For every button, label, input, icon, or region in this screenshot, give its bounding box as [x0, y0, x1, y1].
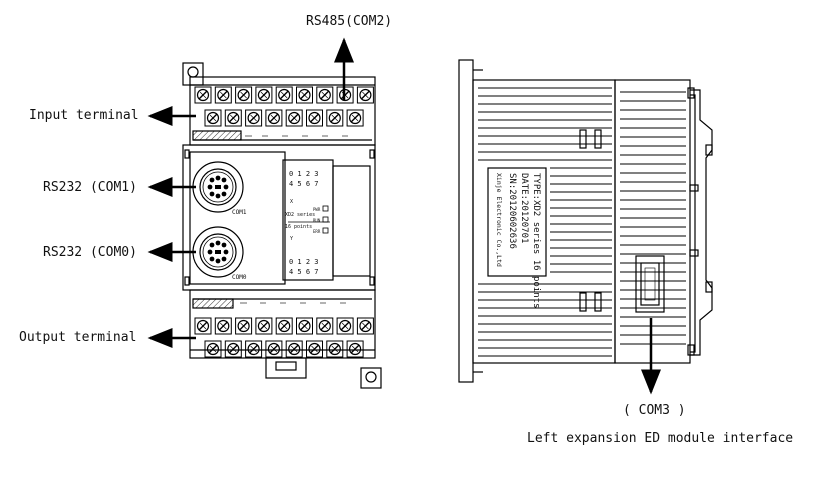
- bottom-screw-lower: [326, 340, 344, 358]
- bottom-clip: [265, 357, 307, 379]
- y-marker: Y: [290, 236, 293, 242]
- bottom-screw-upper: [336, 317, 354, 335]
- port-label-com0: COM0: [232, 274, 247, 281]
- side-label-type: TYPE:XD2 series 16 points: [531, 173, 541, 308]
- bottom-screw-lower: [306, 340, 323, 358]
- label-left-expansion: Left expansion ED module interface: [527, 431, 794, 446]
- top-screw-upper: [275, 86, 293, 104]
- bottom-screw-upper: [296, 317, 313, 335]
- bottom-screw-upper: [214, 317, 232, 335]
- side-label-plate: [487, 167, 547, 277]
- series-line1: XD2 series: [285, 212, 315, 218]
- top-screw-upper: [194, 86, 212, 104]
- top-screw-lower: [265, 109, 283, 127]
- ed-connector: [635, 255, 665, 313]
- top-screw-lower: [224, 109, 242, 127]
- side-body: [472, 79, 616, 364]
- top-screw-lower: [245, 109, 263, 127]
- bottom-mounting-ear: [360, 367, 382, 389]
- side-vent-lines: [478, 87, 686, 357]
- bottom-screw-upper: [255, 317, 273, 335]
- led-err: [322, 227, 329, 234]
- top-screw-lower: [326, 109, 344, 127]
- x-digits-row1: 0 1 2 3: [289, 170, 319, 178]
- right-module: [614, 79, 691, 364]
- top-screw-lower: [285, 109, 303, 127]
- top-screw-upper: [316, 86, 334, 104]
- label-rs232-com1: RS232 (COM1): [43, 180, 137, 195]
- port-label-com1: COM1: [232, 209, 247, 216]
- side-label-text: TYPE:XD2 series 16 points DATE:20120701 …: [495, 173, 541, 308]
- rs232-port-com0: [192, 226, 244, 278]
- led-err-label: ERR: [313, 229, 321, 234]
- x-digits-row2: 4 5 6 7: [289, 180, 319, 188]
- led-run: [322, 216, 329, 223]
- led-run-label: RUN: [313, 218, 321, 223]
- led-pwr-label: PWR: [313, 207, 321, 212]
- top-screw-upper: [235, 86, 253, 104]
- top-screw-lower: [346, 109, 364, 127]
- rs232-port-com1: [192, 161, 244, 213]
- bottom-screw-upper: [356, 317, 374, 335]
- top-screw-lower: [306, 109, 323, 127]
- blank-cover: [332, 165, 371, 277]
- top-screw-upper: [296, 86, 313, 104]
- bottom-screw-upper: [316, 317, 334, 335]
- bottom-screw-upper: [275, 317, 293, 335]
- label-com3: ( COM3 ): [623, 403, 686, 418]
- top-screw-lower: [204, 109, 222, 127]
- top-screw-upper: [255, 86, 273, 104]
- callout-arrows: [147, 37, 661, 395]
- main-body: [182, 144, 376, 291]
- label-output-terminal: Output terminal: [19, 330, 137, 345]
- y-digits-row2: 4 5 6 7: [289, 268, 319, 276]
- bottom-screw-lower: [224, 340, 242, 358]
- side-view: [458, 59, 713, 383]
- side-label-maker: Xinje Electronic Co.,Ltd: [495, 173, 503, 267]
- front-view: [182, 62, 382, 389]
- bottom-screw-lower: [204, 340, 222, 358]
- top-screw-upper: [356, 86, 374, 104]
- terminal-screws: [194, 86, 374, 358]
- bottom-screw-lower: [265, 340, 283, 358]
- top-screw-upper: [214, 86, 232, 104]
- side-label-date: DATE:20120701: [519, 173, 529, 243]
- led-pwr: [322, 205, 329, 212]
- bottom-screw-upper: [194, 317, 212, 335]
- series-line2: 16 points: [285, 224, 312, 230]
- label-rs232-com0: RS232 (COM0): [43, 245, 137, 260]
- side-label-sn: SN:20120602636: [507, 173, 517, 249]
- bottom-screw-lower: [285, 340, 303, 358]
- bottom-screw-lower: [245, 340, 263, 358]
- label-input-terminal: Input terminal: [29, 108, 139, 123]
- bottom-screw-upper: [235, 317, 253, 335]
- bottom-screw-lower: [346, 340, 364, 358]
- top-mounting-ear: [182, 62, 204, 86]
- front-panel-text: COM1 COM0 0 1 2 3 4 5 6 7 X XD2 series 1…: [232, 170, 321, 281]
- y-digits-row1: 0 1 2 3: [289, 258, 319, 266]
- label-rs485: RS485(COM2): [306, 14, 393, 29]
- x-marker: X: [290, 199, 293, 205]
